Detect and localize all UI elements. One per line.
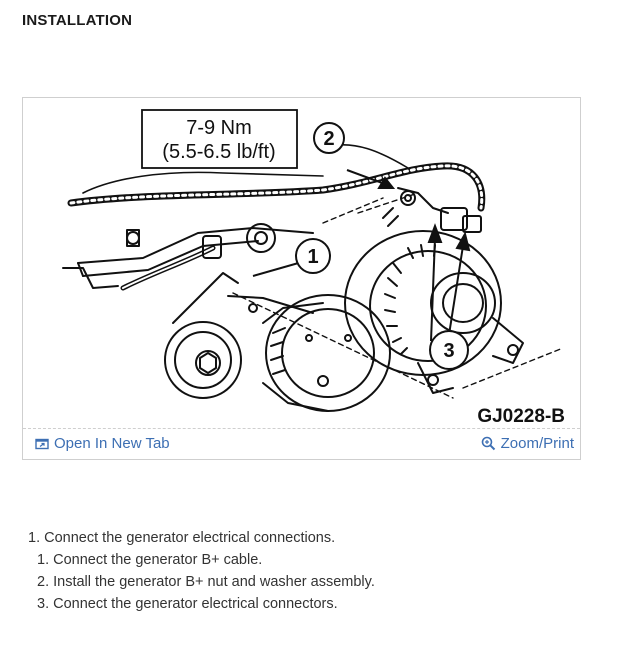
substep-text: Connect the generator B+ cable.	[53, 552, 263, 568]
installation-steps: 1. Connect the generator electrical conn…	[28, 527, 375, 615]
step-1: 1. Connect the generator electrical conn…	[28, 527, 375, 549]
callout-3-circle	[429, 330, 469, 370]
callout-2-label: 2	[323, 128, 334, 150]
open-in-new-tab-label: Open In New Tab	[54, 435, 170, 452]
callout-3-label: 3	[443, 340, 454, 362]
figure-container: 7-9 Nm (5.5-6.5 lb/ft) 2 1 3 GJ0228-B	[22, 97, 581, 460]
torque-spec-nm: 7-9 Nm	[186, 117, 252, 139]
section-heading: INSTALLATION	[22, 12, 133, 29]
callout-1-circle	[295, 238, 331, 274]
substep-text: Install the generator B+ nut and washer …	[53, 574, 375, 590]
substep-3: 3. Connect the generator electrical conn…	[28, 593, 375, 615]
callout-1-label: 1	[307, 246, 318, 268]
substep-number: 1.	[37, 552, 50, 568]
substep-text: Connect the generator electrical connect…	[53, 596, 338, 612]
zoom-print-link[interactable]: Zoom/Print	[481, 435, 574, 452]
step-number: 1.	[28, 530, 41, 546]
callout-2-circle	[313, 122, 345, 154]
generator-installation-diagram[interactable]: 7-9 Nm (5.5-6.5 lb/ft) 2 1 3 GJ0228-B	[23, 98, 580, 429]
zoom-magnifier-icon	[481, 436, 496, 451]
diagram-svg: 7-9 Nm (5.5-6.5 lb/ft) 2 1 3 GJ0228-B	[62, 109, 565, 427]
figure-links-bar: Open In New Tab Zoom/Print	[23, 429, 580, 459]
step-text: Connect the generator electrical connect…	[44, 530, 336, 546]
open-in-new-tab-link[interactable]: Open In New Tab	[35, 435, 170, 452]
figure-id: GJ0228-B	[477, 406, 565, 427]
substep-1: 1. Connect the generator B+ cable.	[28, 549, 375, 571]
torque-spec-box	[141, 109, 298, 169]
substep-2: 2. Install the generator B+ nut and wash…	[28, 571, 375, 593]
substep-number: 3.	[37, 596, 50, 612]
zoom-print-label: Zoom/Print	[500, 435, 574, 452]
open-in-new-tab-icon	[35, 438, 49, 450]
substep-number: 2.	[37, 574, 50, 590]
torque-spec-lbft: (5.5-6.5 lb/ft)	[162, 141, 275, 163]
